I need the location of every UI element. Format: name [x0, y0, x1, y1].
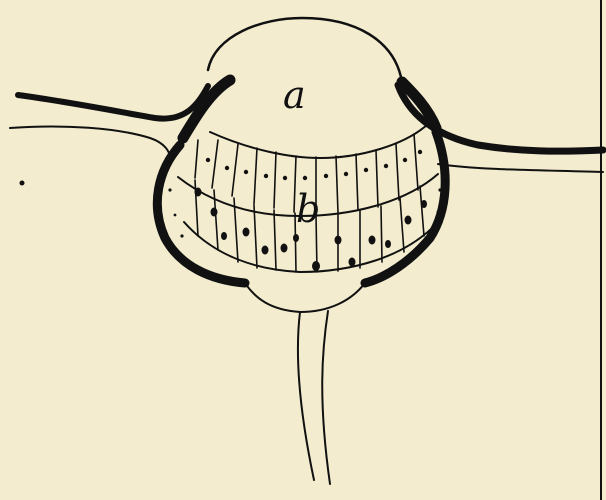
- skin-bottom-line-right: [438, 164, 603, 172]
- skin-top-line-left: [18, 86, 208, 119]
- left-body-outline: [157, 145, 245, 283]
- nuclei-upper: [206, 150, 422, 180]
- label-a: a: [283, 73, 306, 117]
- base-plate: [245, 283, 365, 312]
- label-b: b: [296, 187, 320, 231]
- stalk-left: [298, 312, 314, 480]
- stalk-right: [322, 311, 330, 484]
- skin-bottom-line-left: [10, 126, 170, 158]
- cell-layer-top: [210, 124, 428, 158]
- ink-dot: [20, 181, 25, 186]
